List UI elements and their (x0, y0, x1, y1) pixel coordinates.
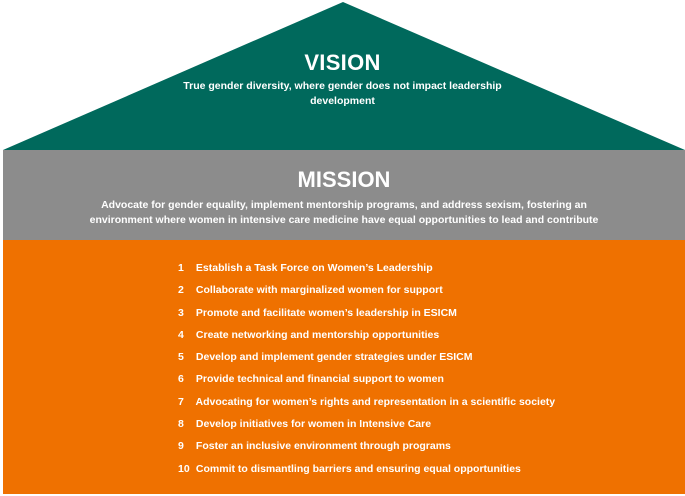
vision-statement: True gender diversity, where gender does… (183, 80, 502, 107)
action-number: 9 (178, 440, 184, 453)
action-number: 8 (178, 418, 184, 431)
action-text: Collaborate with marginalized women for … (195, 284, 443, 297)
action-number: 5 (178, 351, 184, 364)
action-item: 10 Commit to dismantling barriers and en… (178, 458, 555, 480)
roof-shape (3, 2, 685, 150)
action-item: 9 Foster an inclusive environment throug… (178, 435, 555, 457)
roof-triangle (3, 2, 685, 150)
action-number: 4 (178, 328, 184, 341)
vision-roof: VISION True gender diversity, where gend… (0, 0, 685, 150)
action-number: 1 (178, 262, 184, 274)
action-number: 6 (178, 373, 184, 386)
action-text: Develop and implement gender strategies … (195, 351, 473, 364)
action-item: 3 Promote and facilitate women’s leaders… (178, 302, 555, 324)
action-text: Establish a Task Force on Women’s Leader… (195, 262, 433, 274)
action-item: 4 Create networking and mentorship oppor… (178, 324, 555, 346)
mission-band: MISSION Advocate for gender equality, im… (3, 150, 685, 240)
action-text: Provide technical and financial support … (195, 373, 444, 386)
action-item: 8 Develop initiatives for women in Inten… (178, 413, 555, 435)
action-item: 1 Establish a Task Force on Women’s Lead… (178, 257, 555, 279)
action-number: 2 (178, 284, 184, 297)
action-item: 2 Collaborate with marginalized women fo… (178, 279, 555, 301)
action-item: 5 Develop and implement gender strategie… (178, 346, 555, 368)
action-item: 6 Provide technical and financial suppor… (178, 368, 555, 390)
action-text: Commit to dismantling barriers and ensur… (195, 462, 521, 475)
action-text: Develop initiatives for women in Intensi… (195, 418, 432, 431)
action-text: Promote and facilitate women’s leadershi… (195, 306, 457, 319)
mission-statement: Advocate for gender equality, implement … (89, 199, 599, 226)
vision-title: VISION (304, 50, 381, 75)
actions-band: 1 Establish a Task Force on Women’s Lead… (3, 240, 685, 494)
action-number: 10 (178, 462, 190, 475)
mission-title: MISSION (297, 167, 391, 192)
action-list: 1 Establish a Task Force on Women’s Lead… (178, 257, 555, 480)
action-item: 7 Advocating for women’s rights and repr… (178, 391, 555, 413)
action-text: Create networking and mentorship opportu… (195, 328, 440, 341)
action-number: 7 (178, 395, 184, 408)
action-text: Advocating for women’s rights and repres… (195, 395, 556, 408)
action-number: 3 (178, 306, 184, 319)
action-text: Foster an inclusive environment through … (195, 440, 451, 453)
